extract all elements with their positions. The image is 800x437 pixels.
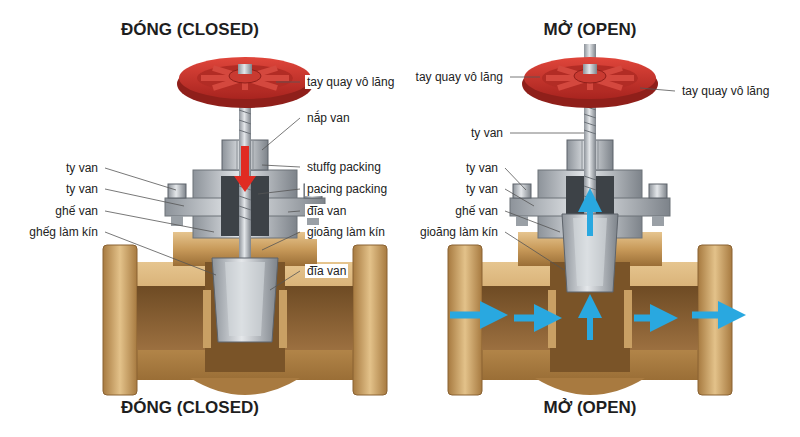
leader-lines — [105, 77, 675, 290]
part-label: pacing packing — [305, 182, 389, 196]
part-label: tay quay vô lăng — [680, 84, 771, 98]
part-label: nắp van — [305, 111, 352, 125]
part-label: ty van — [64, 182, 100, 196]
part-label: tay quay vô lăng — [305, 75, 396, 89]
part-label: ghế van — [453, 204, 500, 218]
state-heading: MỞ (OPEN) — [541, 398, 640, 418]
part-label: ty van — [464, 182, 500, 196]
state-heading: ĐÓNG (CLOSED) — [118, 20, 262, 40]
part-label: ghếg làm kín — [27, 225, 100, 239]
part-label: gioăng làm kín — [305, 225, 387, 239]
part-label: stuffg packing — [305, 160, 383, 174]
part-label: đĩa van — [305, 204, 348, 218]
part-label: ghế van — [53, 204, 100, 218]
part-label: đĩa van — [305, 264, 348, 278]
part-label: ty van — [64, 161, 100, 175]
state-heading: ĐÓNG (CLOSED) — [118, 398, 262, 418]
state-heading: MỞ (OPEN) — [541, 20, 640, 40]
part-label: ty van — [469, 126, 505, 140]
part-label: tay quay vô lăng — [414, 70, 505, 84]
part-label: gioăng làm kín — [418, 225, 500, 239]
part-label: ty van — [464, 161, 500, 175]
